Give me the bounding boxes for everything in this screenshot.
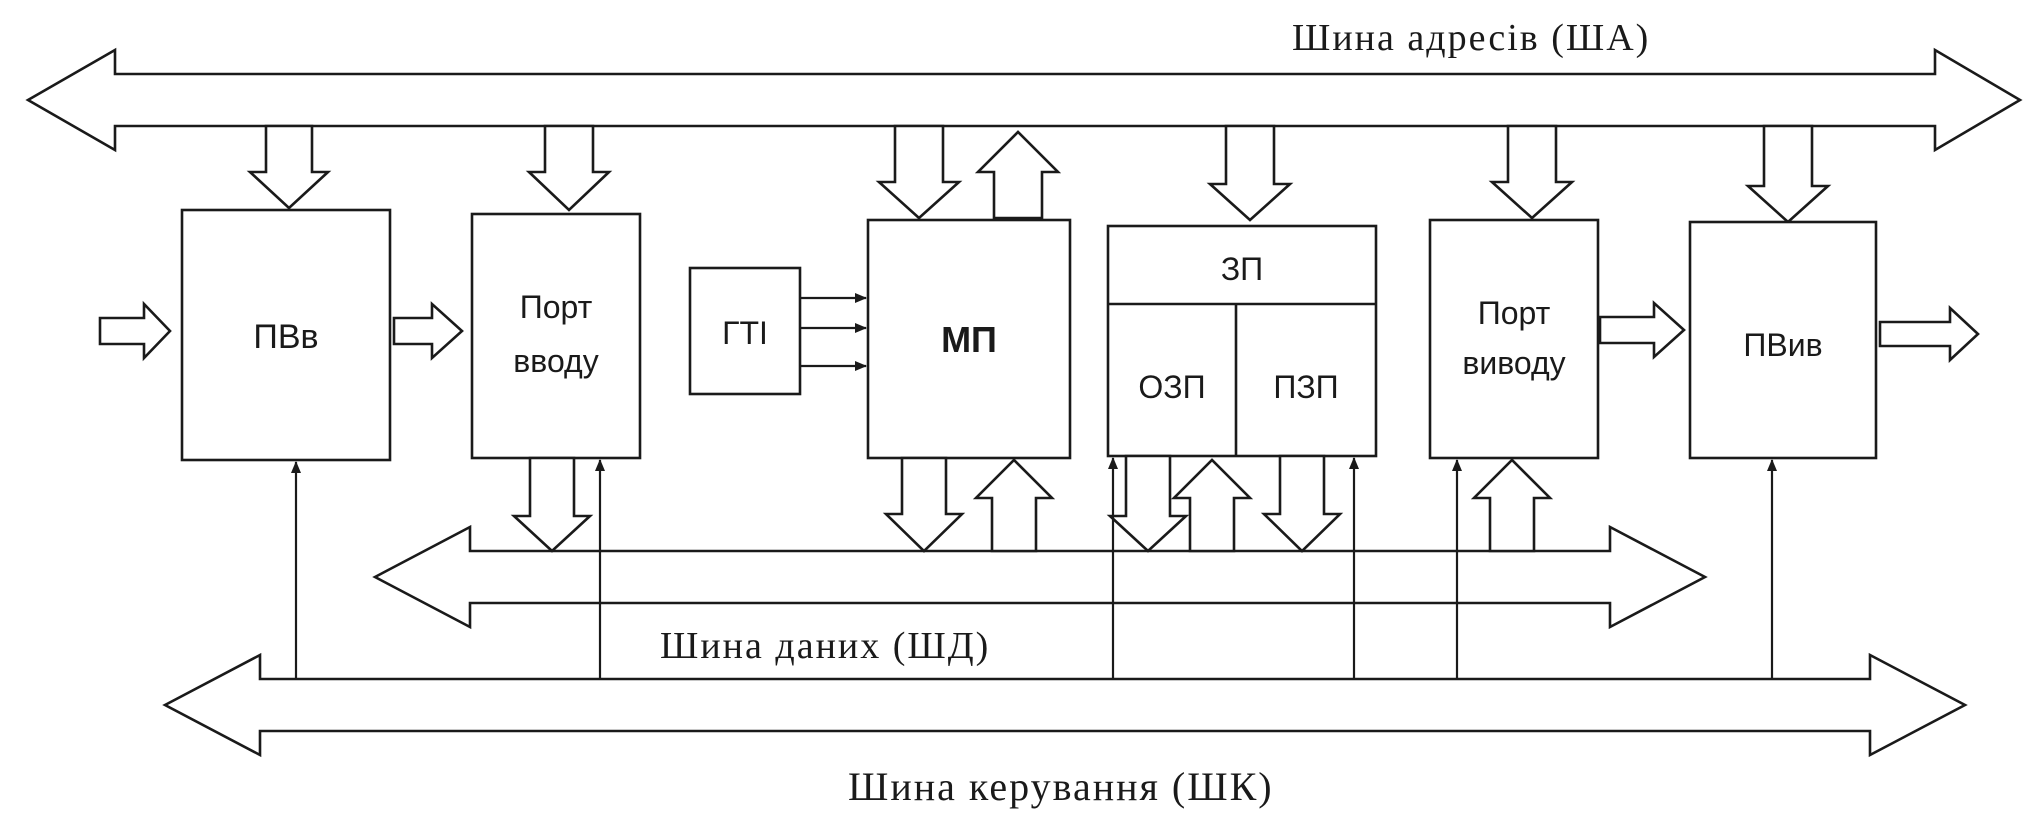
- address-tap-output-device: [1744, 124, 1832, 224]
- microprocessor-label: МП: [941, 319, 997, 360]
- clock-generator-label: ГТІ: [722, 315, 768, 351]
- block-clock-generator: ГТІ: [688, 266, 802, 396]
- external-output-arrow: [1878, 305, 1980, 363]
- block-memory: ЗП ОЗП ПЗП: [1106, 224, 1378, 458]
- external-input-arrow: [98, 300, 172, 362]
- external-flows: [98, 300, 1980, 363]
- control-signals: [291, 457, 1777, 679]
- input-device-label: ПВв: [253, 318, 318, 356]
- data-tap-rom-down: [1260, 454, 1344, 553]
- address-tap-memory: [1206, 124, 1294, 222]
- rom-label: ПЗП: [1273, 369, 1338, 405]
- address-taps: [246, 124, 1832, 224]
- data-tap-ram-up: [1170, 458, 1254, 553]
- address-tap-output-port: [1488, 124, 1576, 220]
- address-bus-arrow: [25, 47, 2023, 153]
- input-port-label-line2: вводу: [513, 343, 598, 379]
- data-tap-input-port: [510, 456, 594, 553]
- output-port-label-line2: виводу: [1462, 345, 1565, 381]
- data-bus: [372, 524, 1708, 630]
- input-port-box: [470, 212, 642, 460]
- microprocessor-box: [866, 218, 1072, 460]
- block-output-device: ПВив: [1688, 220, 1878, 460]
- data-bus-taps: [510, 454, 1554, 553]
- block-output-port: Порт виводу: [1428, 218, 1600, 460]
- input-port-label-line1: Порт: [520, 289, 593, 325]
- clock-signals: [800, 293, 867, 371]
- address-bus-label: Шина адресів (ША): [1292, 17, 1650, 59]
- address-tap-input-device: [246, 124, 332, 210]
- control-bus: [162, 652, 1968, 758]
- input-device-to-port-arrow: [392, 301, 464, 361]
- output-port-label-line1: Порт: [1478, 295, 1551, 331]
- control-bus-label: Шина керування (ШК): [848, 764, 1274, 809]
- block-input-device: ПВв: [180, 208, 392, 462]
- block-microprocessor: МП: [866, 218, 1072, 460]
- address-out-microprocessor: [974, 130, 1062, 220]
- output-port-to-device-arrow: [1598, 300, 1686, 360]
- address-tap-microprocessor: [875, 124, 963, 220]
- ram-label: ОЗП: [1138, 369, 1205, 405]
- output-port-box: [1428, 218, 1600, 460]
- data-bus-arrow: [372, 524, 1708, 630]
- output-device-box: [1688, 220, 1878, 460]
- memory-label: ЗП: [1221, 251, 1263, 287]
- block-input-port: Порт вводу: [470, 212, 642, 460]
- output-device-label: ПВив: [1743, 327, 1822, 363]
- data-tap-microprocessor-up: [972, 458, 1056, 553]
- address-tap-input-port: [525, 124, 613, 212]
- memory-box: [1106, 224, 1378, 458]
- input-device-box: [180, 208, 392, 462]
- data-tap-ram-down: [1106, 454, 1190, 553]
- data-bus-label: Шина даних (ШД): [660, 625, 990, 667]
- data-tap-output-port-up: [1470, 458, 1554, 553]
- clock-generator-box: [688, 266, 802, 396]
- control-bus-arrow: [162, 652, 1968, 758]
- data-tap-microprocessor-down: [882, 456, 966, 553]
- address-bus: [25, 47, 2023, 153]
